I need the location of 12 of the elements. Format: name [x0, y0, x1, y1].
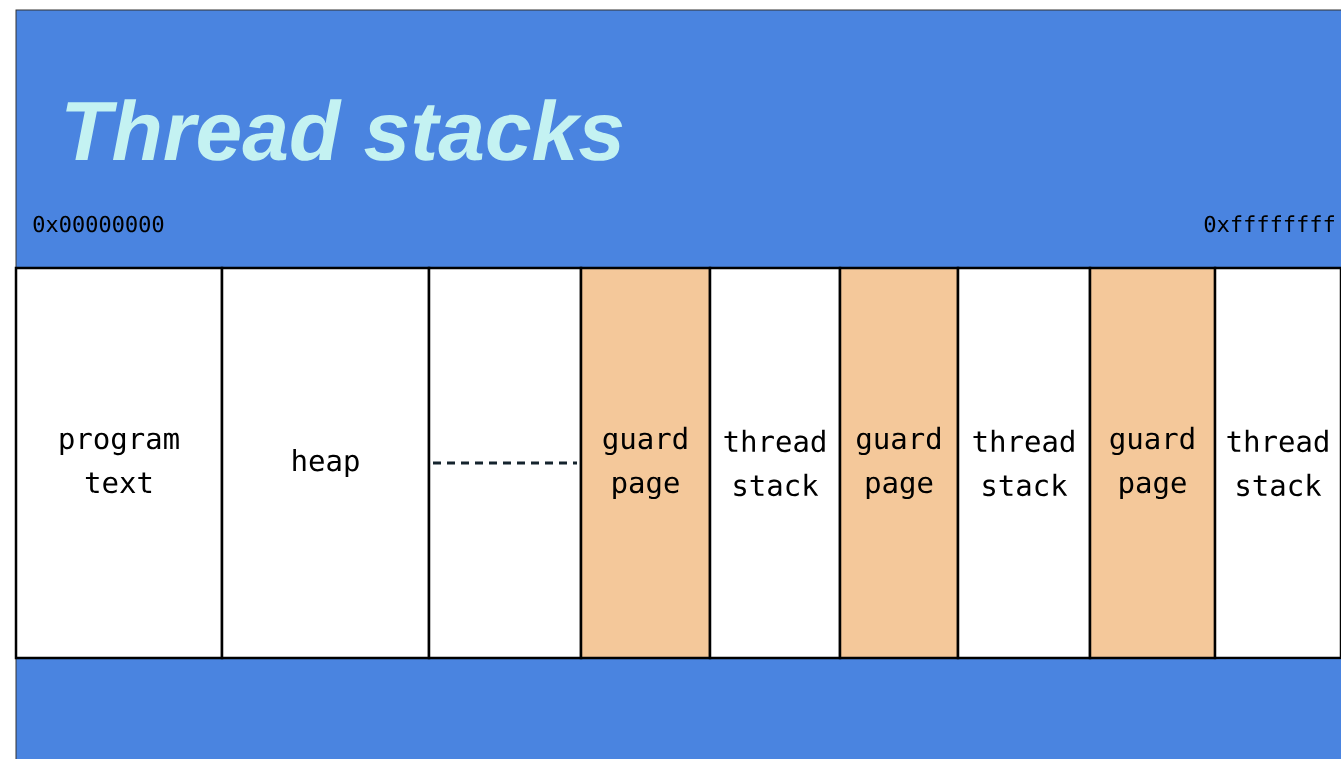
empty-cell [427, 266, 583, 660]
guard-page-cell: guard page [579, 266, 712, 660]
memory-cell: program text [14, 266, 224, 660]
guard-page-cell: guard page [1088, 266, 1217, 660]
memory-cell: heap [220, 266, 431, 660]
address-label: 0x00000000 [33, 215, 164, 233]
memory-cell: thread stack [1213, 266, 1341, 660]
address-label: 0xffffffff [1204, 215, 1334, 233]
guard-page-cell: guard page [838, 266, 960, 660]
title: Thread stacks [66, 99, 623, 161]
memory-cell: thread stack [956, 266, 1092, 660]
memory-cell: thread stack [708, 266, 842, 660]
